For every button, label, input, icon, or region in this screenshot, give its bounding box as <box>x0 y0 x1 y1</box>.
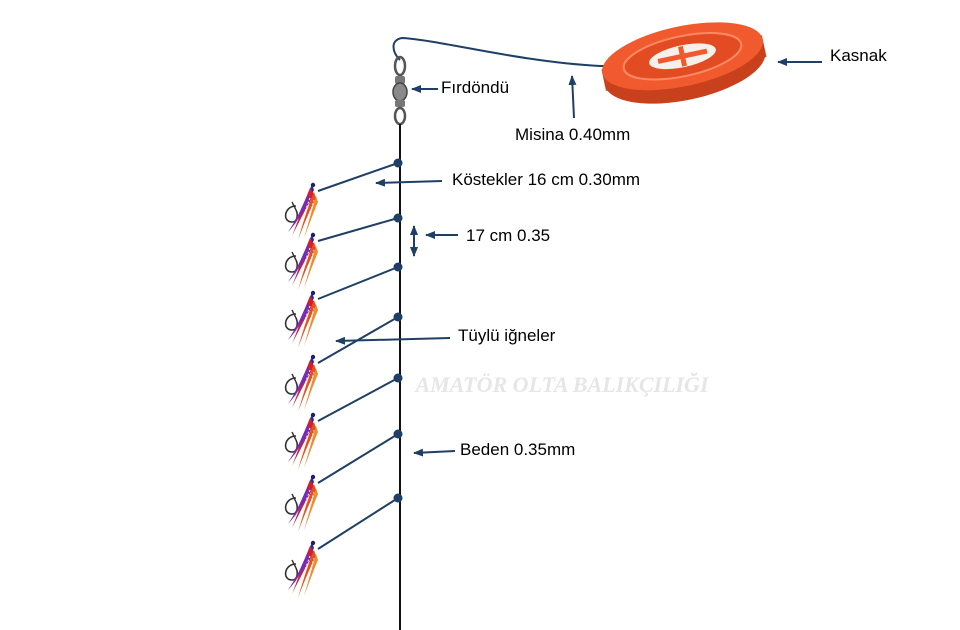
feather-hook-icon <box>284 289 319 349</box>
label-kostekler: Köstekler 16 cm 0.30mm <box>452 170 641 189</box>
snood-knot-dot <box>393 429 403 439</box>
watermark-text: AMATÖR OLTA BALIKÇILIĞI <box>413 372 709 397</box>
feather-hook-icon <box>284 473 319 533</box>
reel-spool-icon <box>601 22 767 104</box>
snood-line <box>317 217 399 242</box>
feather-hook-icon <box>284 411 319 471</box>
snood-3 <box>284 262 403 349</box>
feather-hook-icon <box>284 353 319 413</box>
snood-knot-dot <box>393 373 403 383</box>
snood-line <box>317 377 399 422</box>
arrow-beden <box>413 448 456 457</box>
label-firdondu: Fırdöndü <box>441 78 510 97</box>
label-beden: Beden 0.35mm <box>460 440 576 459</box>
snood-4 <box>284 312 403 413</box>
snood-knot-dot <box>393 262 403 272</box>
label-kasnak: Kasnak <box>830 46 887 65</box>
snood-group <box>284 158 403 599</box>
feather-hook-icon <box>284 232 319 291</box>
feather-hook-icon <box>284 539 319 599</box>
snood-1 <box>284 158 403 241</box>
arrow-misina <box>568 75 577 119</box>
label-tuylu-igneler: Tüylü iğneler <box>458 326 556 345</box>
swivel-icon <box>392 55 408 126</box>
snood-7 <box>284 493 403 599</box>
snood-knot-dot <box>393 158 403 168</box>
label-misina: Misina 0.40mm <box>515 125 631 144</box>
arrow-kostekler <box>375 178 443 187</box>
snood-line <box>317 497 399 550</box>
snood-knot-dot <box>393 312 403 322</box>
snood-knot-dot <box>393 493 403 503</box>
feather-hook-icon <box>284 182 319 241</box>
snood-5 <box>284 373 403 471</box>
snood-line <box>317 266 399 300</box>
snood-line <box>317 433 399 484</box>
snood-knot-dot <box>393 213 403 223</box>
label-aralik: 17 cm 0.35 <box>466 226 551 245</box>
snood-6 <box>284 429 403 533</box>
snood-2 <box>284 213 403 291</box>
arrow-tuylu-igneler <box>335 336 451 345</box>
snood-line <box>317 162 399 192</box>
